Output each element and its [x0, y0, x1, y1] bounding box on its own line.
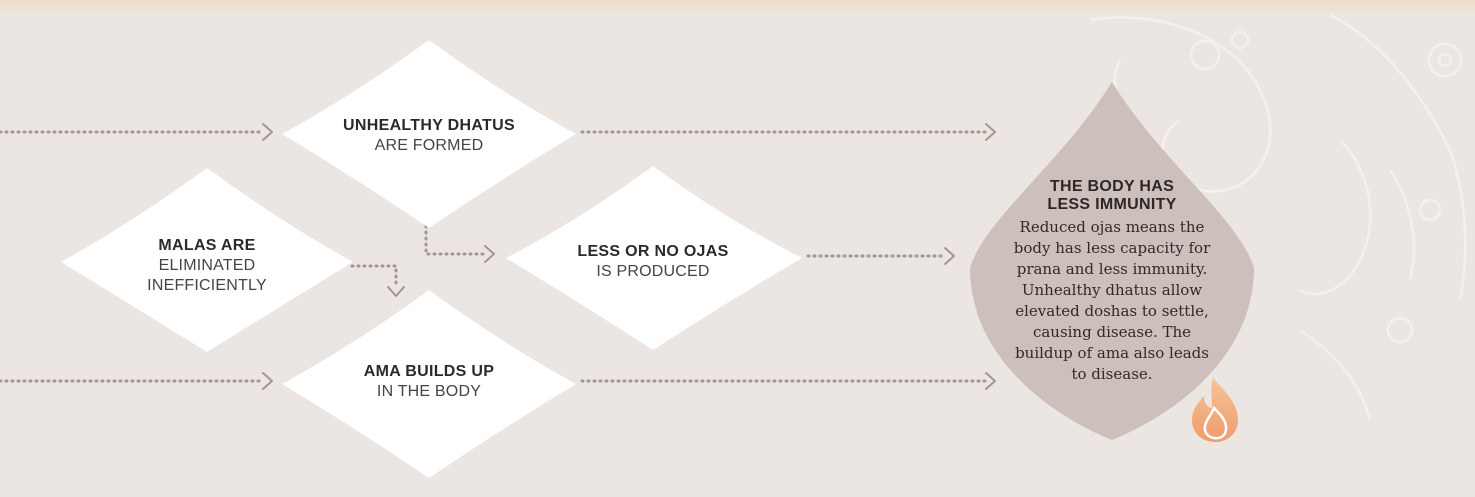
- node-unhealthy-dhatus: UNHEALTHY DHATUS ARE FORMED: [300, 116, 558, 156]
- node-ama-shape: [282, 290, 576, 478]
- arrowhead: [985, 123, 996, 141]
- node-malas-shape: [61, 168, 353, 352]
- flame-icon: [1192, 378, 1238, 442]
- node-ama-heading: AMA BUILDS UP: [363, 363, 495, 380]
- arrows: [0, 130, 987, 383]
- arrowhead: [387, 286, 405, 297]
- arrow-malas-to-ama-line: [350, 264, 398, 290]
- top-band: [0, 0, 1475, 14]
- node-unhealthy-dhatus-subtext: ARE FORMED: [374, 137, 484, 154]
- arrow-dhatus-to-ojas-line: [424, 224, 486, 256]
- node-ojas-shape: [506, 166, 802, 350]
- node-ojas: LESS OR NO OJAS IS PRODUCED: [524, 242, 782, 282]
- node-result-shape: [970, 82, 1254, 440]
- arrowhead: [985, 372, 996, 390]
- node-malas-heading: MALAS ARE: [158, 237, 256, 254]
- node-ama-subtext: IN THE BODY: [376, 383, 482, 400]
- node-unhealthy-dhatus-shape: [282, 40, 576, 228]
- node-ama: AMA BUILDS UP IN THE BODY: [300, 362, 558, 402]
- node-ojas-heading: LESS OR NO OJAS: [577, 243, 729, 260]
- node-malas-subtext-line2: INEFFICIENTLY: [147, 277, 267, 294]
- arrowheads: [262, 123, 996, 390]
- node-result-body: Reduced ojas means the body has less cap…: [1013, 217, 1211, 383]
- arrowhead: [262, 372, 273, 390]
- arrowhead: [484, 245, 495, 263]
- node-malas: MALAS ARE ELIMINATED INEFFICIENTLY: [90, 236, 324, 296]
- arrowhead: [944, 247, 955, 265]
- node-ojas-subtext: IS PRODUCED: [596, 263, 710, 280]
- arrowhead: [262, 123, 273, 141]
- node-unhealthy-dhatus-heading: UNHEALTHY DHATUS: [343, 117, 515, 134]
- node-result: THE BODY HAS LESS IMMUNITY Reduced ojas …: [1012, 178, 1212, 385]
- node-result-heading-line2: LESS IMMUNITY: [1047, 196, 1177, 214]
- node-result-heading-line1: THE BODY HAS: [1049, 178, 1175, 195]
- node-malas-subtext-line1: ELIMINATED: [158, 257, 256, 274]
